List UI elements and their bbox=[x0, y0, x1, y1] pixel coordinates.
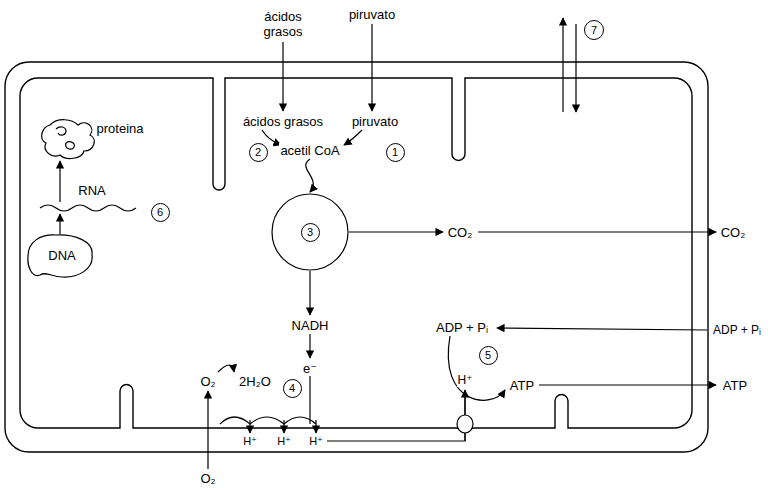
dna-strand bbox=[28, 235, 92, 277]
proton-pump-arrow bbox=[315, 420, 316, 433]
molecule-label: CO₂ bbox=[720, 225, 747, 240]
acetyl-coa-arrow bbox=[306, 159, 314, 192]
callout-number-text: 2 bbox=[255, 146, 261, 158]
proton-flow-arrow bbox=[327, 390, 465, 441]
proton-pump-arrow bbox=[283, 420, 284, 433]
atp-export-arrow bbox=[539, 384, 716, 385]
inner-membrane bbox=[20, 78, 692, 428]
ion-label: H⁺ bbox=[308, 435, 324, 447]
substrate-label: piruvato bbox=[348, 7, 396, 22]
transcription-arrow bbox=[59, 214, 60, 234]
callout-number-text: 1 bbox=[392, 146, 398, 158]
electron-path bbox=[309, 376, 310, 424]
callout-number: 2 bbox=[249, 143, 268, 162]
adp-import-arrow bbox=[497, 328, 707, 330]
electron-chain bbox=[220, 417, 316, 424]
phosphorylation-arrow bbox=[448, 336, 505, 400]
molecule-label: proteina bbox=[96, 121, 145, 136]
callout-number-text: 6 bbox=[157, 206, 163, 218]
callout-number: 6 bbox=[151, 203, 170, 222]
callout-number: 7 bbox=[584, 20, 604, 40]
molecule-label: O₂ bbox=[199, 471, 216, 486]
oxygen-reduction-arrow bbox=[218, 365, 234, 372]
molecule-label: CO₂ bbox=[447, 225, 474, 240]
proton-flow-arrow bbox=[464, 433, 465, 441]
transport-arrow bbox=[562, 18, 563, 112]
beta-oxidation-arrow bbox=[262, 130, 281, 145]
oxygen-entry-arrow bbox=[207, 391, 208, 469]
electron-label: e⁻ bbox=[302, 361, 318, 376]
atp-synthase bbox=[457, 415, 473, 433]
molecule-label: DNA bbox=[47, 248, 76, 263]
molecule-label: ATP bbox=[722, 378, 748, 393]
callout-number: 5 bbox=[479, 346, 498, 365]
proton-pump-arrow bbox=[249, 420, 250, 433]
molecule-label: 2H₂O bbox=[238, 374, 272, 389]
callout-number-text: 3 bbox=[307, 226, 313, 238]
rna-strand bbox=[40, 205, 136, 211]
electron-arrow bbox=[309, 334, 310, 358]
substrate-label: piruvato bbox=[351, 114, 399, 129]
fatty-acid-arrow bbox=[282, 42, 283, 111]
protein-coil bbox=[42, 120, 95, 159]
molecule-label: ATP bbox=[509, 378, 535, 393]
pyruvate-arrow bbox=[371, 24, 372, 111]
co2-arrow bbox=[478, 231, 716, 232]
callout-number: 4 bbox=[283, 379, 302, 398]
co2-arrow bbox=[349, 231, 443, 232]
molecule-label: acetil CoA bbox=[279, 143, 340, 158]
ion-label: H⁺ bbox=[276, 435, 292, 447]
callout-number: 1 bbox=[386, 143, 405, 162]
callout-number-text: 5 bbox=[485, 349, 491, 361]
molecule-label: ADP + Pᵢ bbox=[712, 324, 762, 337]
callout-number-text: 4 bbox=[289, 382, 295, 394]
krebs-cycle-circle bbox=[272, 194, 348, 270]
ion-label: H⁺ bbox=[457, 374, 474, 387]
callout-number: 3 bbox=[301, 223, 320, 242]
molecule-label: NADH bbox=[291, 318, 330, 333]
ion-label: H⁺ bbox=[242, 435, 258, 447]
molecule-label: ADP + Pᵢ bbox=[435, 320, 489, 335]
nadh-arrow bbox=[309, 271, 310, 315]
molecule-label: O₂ bbox=[199, 374, 216, 389]
pyruvate-oxidation-arrow bbox=[344, 130, 362, 145]
transport-arrow bbox=[575, 24, 576, 112]
molecule-label: RNA bbox=[77, 183, 106, 198]
substrate-label: ácidos grasos bbox=[258, 9, 308, 39]
substrate-label: ácidos grasos bbox=[242, 114, 324, 129]
callout-number-text: 7 bbox=[591, 24, 597, 36]
translation-arrow bbox=[59, 161, 60, 202]
outer-membrane bbox=[5, 62, 708, 452]
